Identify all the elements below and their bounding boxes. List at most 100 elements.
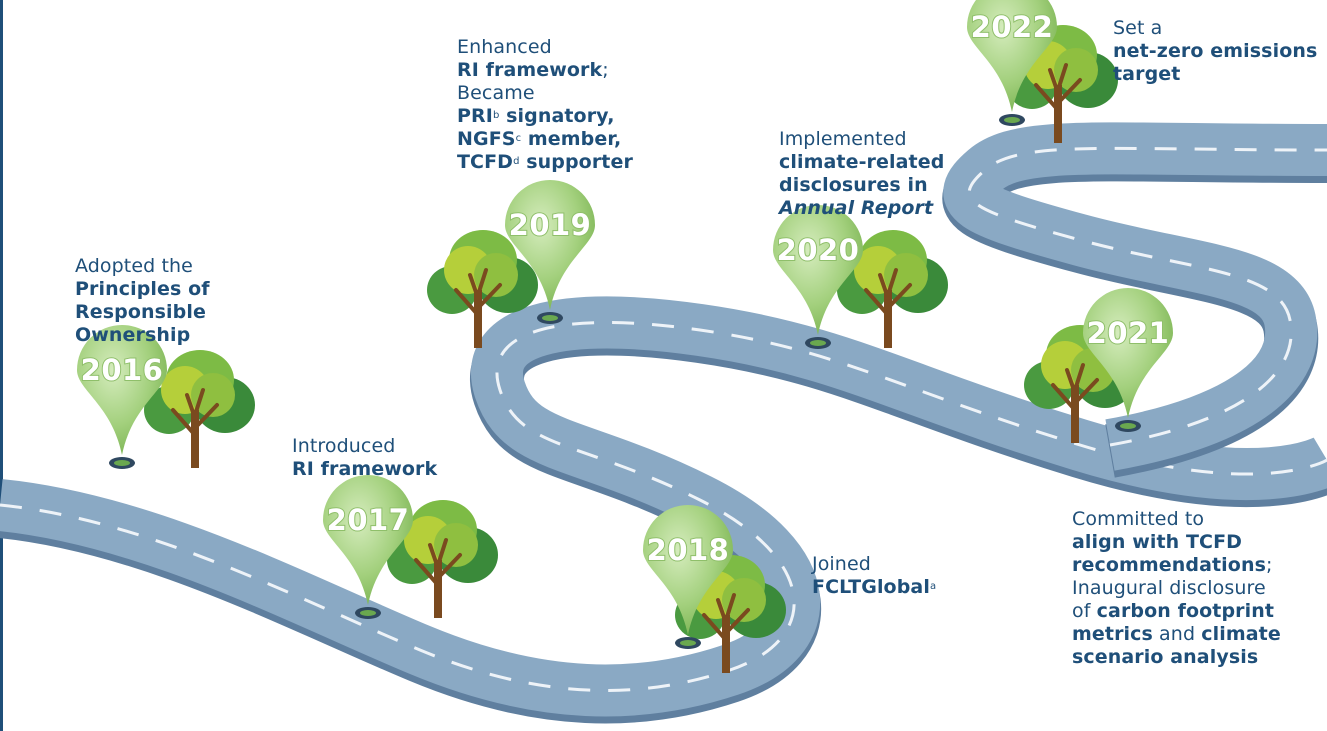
footnote-marker: d	[513, 156, 520, 167]
caption-line: recommendations;	[1072, 554, 1281, 577]
caption-line: net-zero emissions	[1113, 40, 1317, 63]
caption-text: recommendations	[1072, 554, 1266, 576]
milestone-2019: 2019	[427, 180, 595, 348]
caption-text: RI framework	[292, 458, 438, 480]
caption-text: RI framework	[457, 59, 603, 81]
year-label: 2020	[777, 233, 860, 267]
caption-text: Became	[457, 82, 535, 104]
caption-text: climate-related	[779, 151, 945, 173]
caption-text: FCLTGlobal	[812, 576, 930, 598]
caption-line: RI framework;	[457, 59, 633, 82]
tree-icon	[1024, 325, 1135, 443]
caption-line: Ownership	[75, 324, 210, 347]
caption-text: disclosures in	[779, 174, 928, 196]
year-label: 2017	[327, 503, 410, 537]
year-label: 2022	[971, 10, 1054, 44]
caption-line: NGFSc member,	[457, 128, 633, 151]
caption-text: net-zero emissions	[1113, 40, 1318, 62]
caption-text: signatory,	[499, 105, 615, 127]
location-pin-icon: 2016	[77, 325, 167, 469]
caption-text: Implemented	[779, 128, 907, 150]
year-label: 2021	[1087, 316, 1170, 350]
caption-text: Set a	[1113, 17, 1163, 39]
year-label: 2018	[647, 533, 730, 567]
caption-line: Inaugural disclosure	[1072, 577, 1281, 600]
caption-text: PRI	[457, 105, 493, 127]
caption-text: scenario analysis	[1072, 646, 1259, 668]
caption-text: target	[1113, 63, 1181, 85]
caption-text: Introduced	[292, 435, 396, 457]
caption-text: and	[1152, 623, 1202, 645]
milestone-2016: 2016	[77, 325, 255, 469]
year-label: 2019	[509, 208, 592, 242]
caption-text: supporter	[519, 151, 633, 173]
caption-text: Responsible	[75, 301, 206, 323]
caption-text: align with TCFD	[1072, 531, 1243, 553]
road	[0, 122, 1327, 724]
caption-text: member,	[521, 128, 622, 150]
caption-line: Implemented	[779, 128, 944, 151]
milestone-2020: 2020	[773, 205, 948, 349]
caption-text: Inaugural disclosure	[1072, 577, 1266, 599]
year-label: 2016	[81, 353, 164, 387]
caption-line: scenario analysis	[1072, 646, 1281, 669]
caption-line: metrics and climate	[1072, 623, 1281, 646]
milestone-2017: 2017	[323, 475, 498, 619]
tree-icon	[427, 230, 538, 348]
caption-line: Responsible	[75, 301, 210, 324]
location-pin-icon: 2020	[773, 205, 863, 349]
left-border-rule	[0, 0, 3, 731]
caption-text: Adopted the	[75, 255, 193, 277]
location-pin-icon: 2022	[967, 0, 1057, 126]
footnote-marker: a	[929, 581, 937, 592]
caption-text: ;	[1266, 554, 1273, 576]
tree-icon	[675, 555, 786, 673]
caption-text: of	[1072, 600, 1097, 622]
milestone-2018: 2018	[643, 505, 786, 673]
caption-line: Committed to	[1072, 508, 1281, 531]
caption-line: Adopted the	[75, 255, 210, 278]
caption-line: Joined	[812, 553, 936, 576]
caption-text: NGFS	[457, 128, 516, 150]
caption-text: ;	[602, 59, 609, 81]
caption-line: of carbon footprint	[1072, 600, 1281, 623]
tree-icon	[144, 350, 255, 468]
caption-text: Principles of	[75, 278, 210, 300]
caption-line: target	[1113, 63, 1317, 86]
caption-line: climate-related	[779, 151, 944, 174]
caption-text: Ownership	[75, 324, 191, 346]
caption-text: carbon footprint	[1096, 600, 1275, 622]
milestone-2021: 2021	[1024, 288, 1173, 443]
caption-line: RI framework	[292, 458, 437, 481]
caption-line: Became	[457, 82, 633, 105]
tree-icon	[387, 500, 498, 618]
caption-text: climate	[1201, 623, 1281, 645]
caption-line: Enhanced	[457, 36, 633, 59]
caption-text: Committed to	[1072, 508, 1205, 530]
tree-icon	[837, 230, 948, 348]
caption-line: TCFDd supporter	[457, 151, 633, 174]
caption-text: Enhanced	[457, 36, 552, 58]
caption-line: align with TCFD	[1072, 531, 1281, 554]
caption-text: Joined	[812, 553, 871, 575]
milestone-2022: 2022	[967, 0, 1118, 143]
caption-line: Principles of	[75, 278, 210, 301]
caption-line: disclosures in	[779, 174, 944, 197]
caption-line: Introduced	[292, 435, 437, 458]
location-pin-icon: 2018	[643, 505, 733, 649]
caption-line: FCLTGlobala	[812, 576, 936, 599]
caption-line: Annual Report	[779, 197, 944, 220]
caption-line: Set a	[1113, 17, 1317, 40]
location-pin-icon: 2019	[505, 180, 595, 324]
caption-text: Annual Report	[779, 197, 934, 219]
caption-line: PRIb signatory,	[457, 105, 633, 128]
location-pin-icon: 2017	[323, 475, 413, 619]
